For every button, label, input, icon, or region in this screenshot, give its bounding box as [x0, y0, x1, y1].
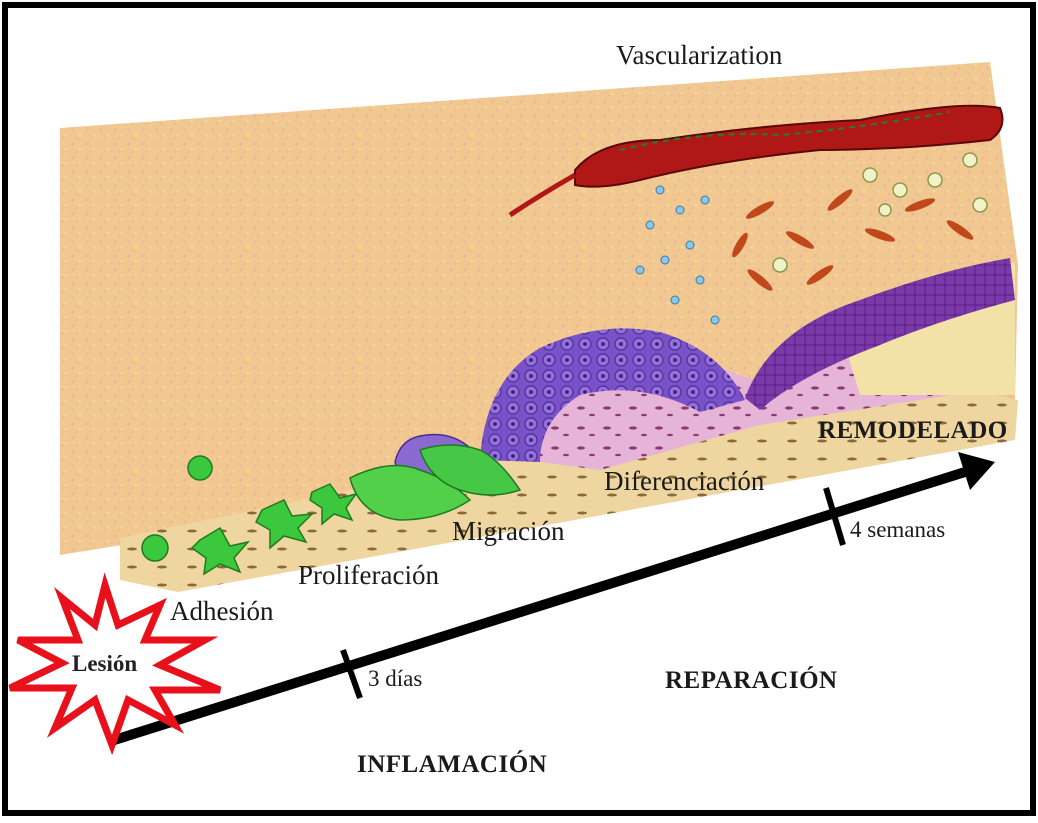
label-vascularization: Vascularization [616, 42, 782, 69]
label-adhesion: Adhesión [170, 598, 274, 625]
phase-repair: REPARACIÓN [665, 668, 838, 693]
timeline-label-4-semanas: 4 semanas [850, 518, 945, 541]
label-differentiation: Diferenciación [604, 468, 764, 495]
label-proliferation: Proliferación [298, 562, 439, 589]
phase-remodeling: REMODELADO [818, 418, 1008, 443]
label-migration: Migración [452, 518, 564, 545]
phase-inflammation: INFLAMACIÓN [357, 752, 547, 777]
timeline-label-3-dias: 3 días [368, 667, 422, 690]
injury-label: Lesión [72, 652, 137, 675]
